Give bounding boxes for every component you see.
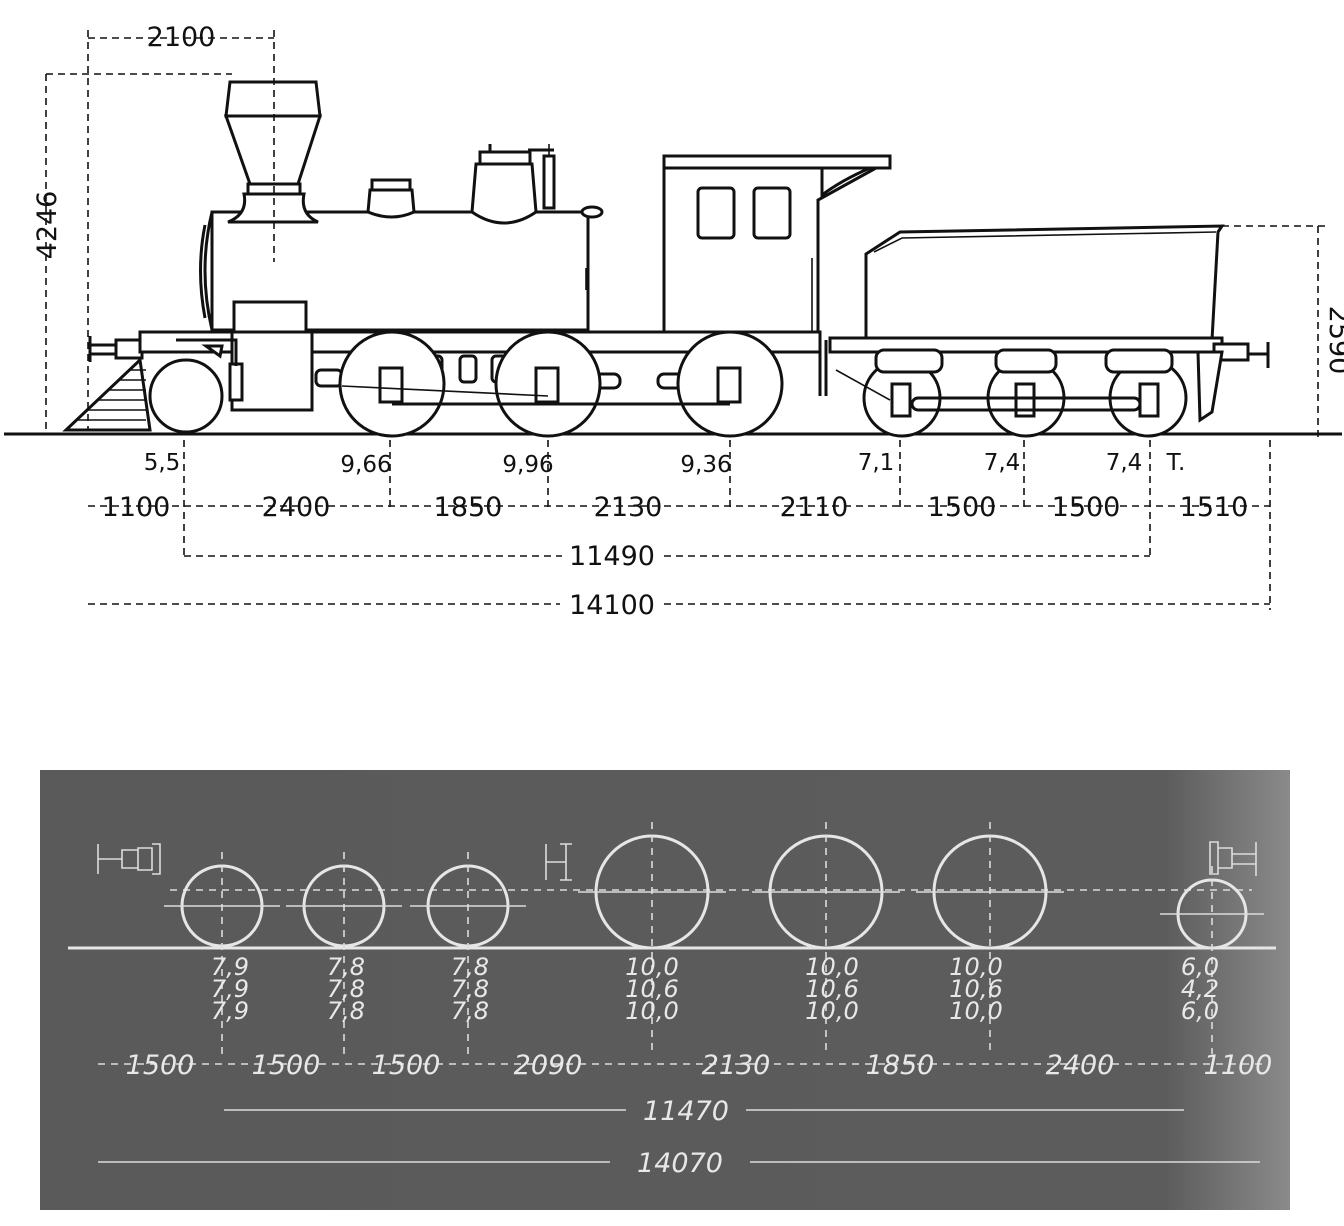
axle-load-label: 10,6: [805, 975, 858, 1003]
axle-load-diagram: 7,9 7,9 7,9 7,8 7,8 7,8 7,8 7,8 7,8 10,0…: [40, 770, 1290, 1210]
front-buffer: [88, 336, 144, 362]
axle-load-label: 10,0: [625, 997, 678, 1025]
axle-circle: [410, 852, 526, 1054]
axle-circles: [164, 822, 1264, 1054]
axle-load-label: 7,8: [451, 953, 489, 981]
driving-wheel-2: [494, 330, 602, 438]
axle-load-label: 9,36: [680, 452, 731, 478]
axle-load-label: 7,9: [211, 953, 249, 981]
driving-wheel-1: [338, 330, 446, 438]
spacing-label: 1500: [252, 1050, 321, 1081]
axle-load-label: 7,1: [858, 450, 895, 476]
axle-load-label: 9,66: [340, 452, 391, 478]
axle-circle: [1160, 866, 1264, 1054]
spacing-label: 2400: [1046, 1050, 1115, 1081]
plan-tender-coupler: [545, 843, 572, 881]
spacing-label: 2400: [262, 492, 331, 523]
spacing-label: 1510: [1180, 492, 1249, 523]
spacing-label: 1500: [372, 1050, 441, 1081]
tender-wheel-3: [1104, 348, 1188, 438]
plan-dim-spacings: 1500 1500 1500 2090 2130 1850 2400 1100: [98, 1050, 1272, 1081]
tender-mark: T.: [1166, 450, 1186, 476]
axle-load-label: 5,5: [144, 450, 181, 476]
axle-circle: [578, 822, 726, 1054]
dim-height-label: 4246: [32, 191, 63, 260]
axle-load-label: 10,6: [625, 975, 678, 1003]
spacing-label: 1850: [434, 492, 503, 523]
tender-body: [864, 224, 1225, 342]
axle-load-label: 9,96: [502, 452, 553, 478]
tender-wheel-1: [862, 348, 944, 438]
axle-load-label: 7,4: [1106, 450, 1143, 476]
plan-length-label: 14070: [637, 1148, 723, 1179]
dim-spacings: 1100 2400 1850 2130 2110 1500 1500 1510: [88, 492, 1270, 523]
axle-load-label: 10,0: [625, 953, 678, 981]
leading-wheel: [148, 358, 224, 434]
axle-load-label: 4,2: [1181, 975, 1219, 1003]
axle-load-label: 10,0: [805, 953, 858, 981]
axle-load-label: 7,4: [984, 450, 1021, 476]
axle-load-label: 10,0: [805, 997, 858, 1025]
length-label: 14100: [569, 590, 655, 621]
axle-load-label: 7,9: [211, 997, 249, 1025]
axle-circle: [286, 852, 402, 1054]
spacing-label: 1500: [1052, 492, 1121, 523]
axle-load-label: 10,0: [949, 953, 1002, 981]
dim-height: 4246: [32, 73, 232, 432]
axle-loads: 5,5 9,66 9,96 9,36 7,1 7,4 7,4 T.: [144, 440, 1271, 610]
axle-load-label: 7,9: [211, 975, 249, 1003]
cab: [662, 154, 892, 338]
axle-load-label: 7,8: [327, 997, 365, 1025]
dim-tender-height: 2590: [1222, 225, 1344, 440]
plan-dim-wheelbase: 11470: [224, 1092, 1184, 1127]
axle-load-label: 10,6: [949, 975, 1002, 1003]
smokestack: [223, 80, 323, 224]
spacing-label: 2130: [702, 1050, 771, 1081]
axle-load-label: 7,8: [451, 997, 489, 1025]
spacing-label: 1100: [102, 492, 171, 523]
dim-tender-height-label: 2590: [1323, 306, 1344, 375]
axle-load-label: 6,0: [1181, 997, 1219, 1025]
plan-dim-length: 14070: [98, 1144, 1260, 1179]
domes: [366, 144, 604, 225]
locomotive-side-elevation: 2100 4246 2590 5,5 9,66 9,96 9,36 7,1 7,…: [4, 22, 1344, 621]
axle-circle: [916, 822, 1064, 1054]
axle-load-label: 7,8: [327, 953, 365, 981]
dim-funnel-offset-label: 2100: [147, 22, 216, 53]
wheelbase-label: 11490: [569, 541, 655, 572]
axle-load-label: 7,8: [327, 975, 365, 1003]
spacing-label: 1500: [126, 1050, 195, 1081]
rear-buffer: [1196, 342, 1270, 423]
spacing-label: 2130: [594, 492, 663, 523]
spacing-label: 1500: [928, 492, 997, 523]
dim-funnel-offset: 2100: [87, 22, 275, 430]
spacing-label: 1850: [866, 1050, 935, 1081]
dim-length: 14100: [88, 588, 1270, 621]
plan-rear-coupler: [97, 843, 161, 875]
axle-load-label: 10,0: [949, 997, 1002, 1025]
spacing-label: 1100: [1204, 1050, 1273, 1081]
tender-wheel-2: [986, 348, 1066, 438]
plan-axle-loads: 7,9 7,9 7,9 7,8 7,8 7,8 7,8 7,8 7,8 10,0…: [211, 953, 1219, 1025]
axle-load-label: 6,0: [1181, 953, 1219, 981]
spacing-label: 2110: [780, 492, 849, 523]
blueprint-background: [40, 770, 1290, 1210]
wheels: [148, 330, 1188, 438]
axle-load-label: 7,8: [451, 975, 489, 1003]
spacing-label: 2090: [514, 1050, 583, 1081]
pilot: [62, 356, 152, 432]
axle-circle: [752, 822, 900, 1054]
plan-front-coupler: [1209, 841, 1257, 876]
driving-wheel-3: [676, 330, 784, 438]
dim-wheelbase: 11490: [184, 538, 1150, 572]
plan-wheelbase-label: 11470: [643, 1096, 729, 1127]
axle-circle: [164, 852, 280, 1054]
